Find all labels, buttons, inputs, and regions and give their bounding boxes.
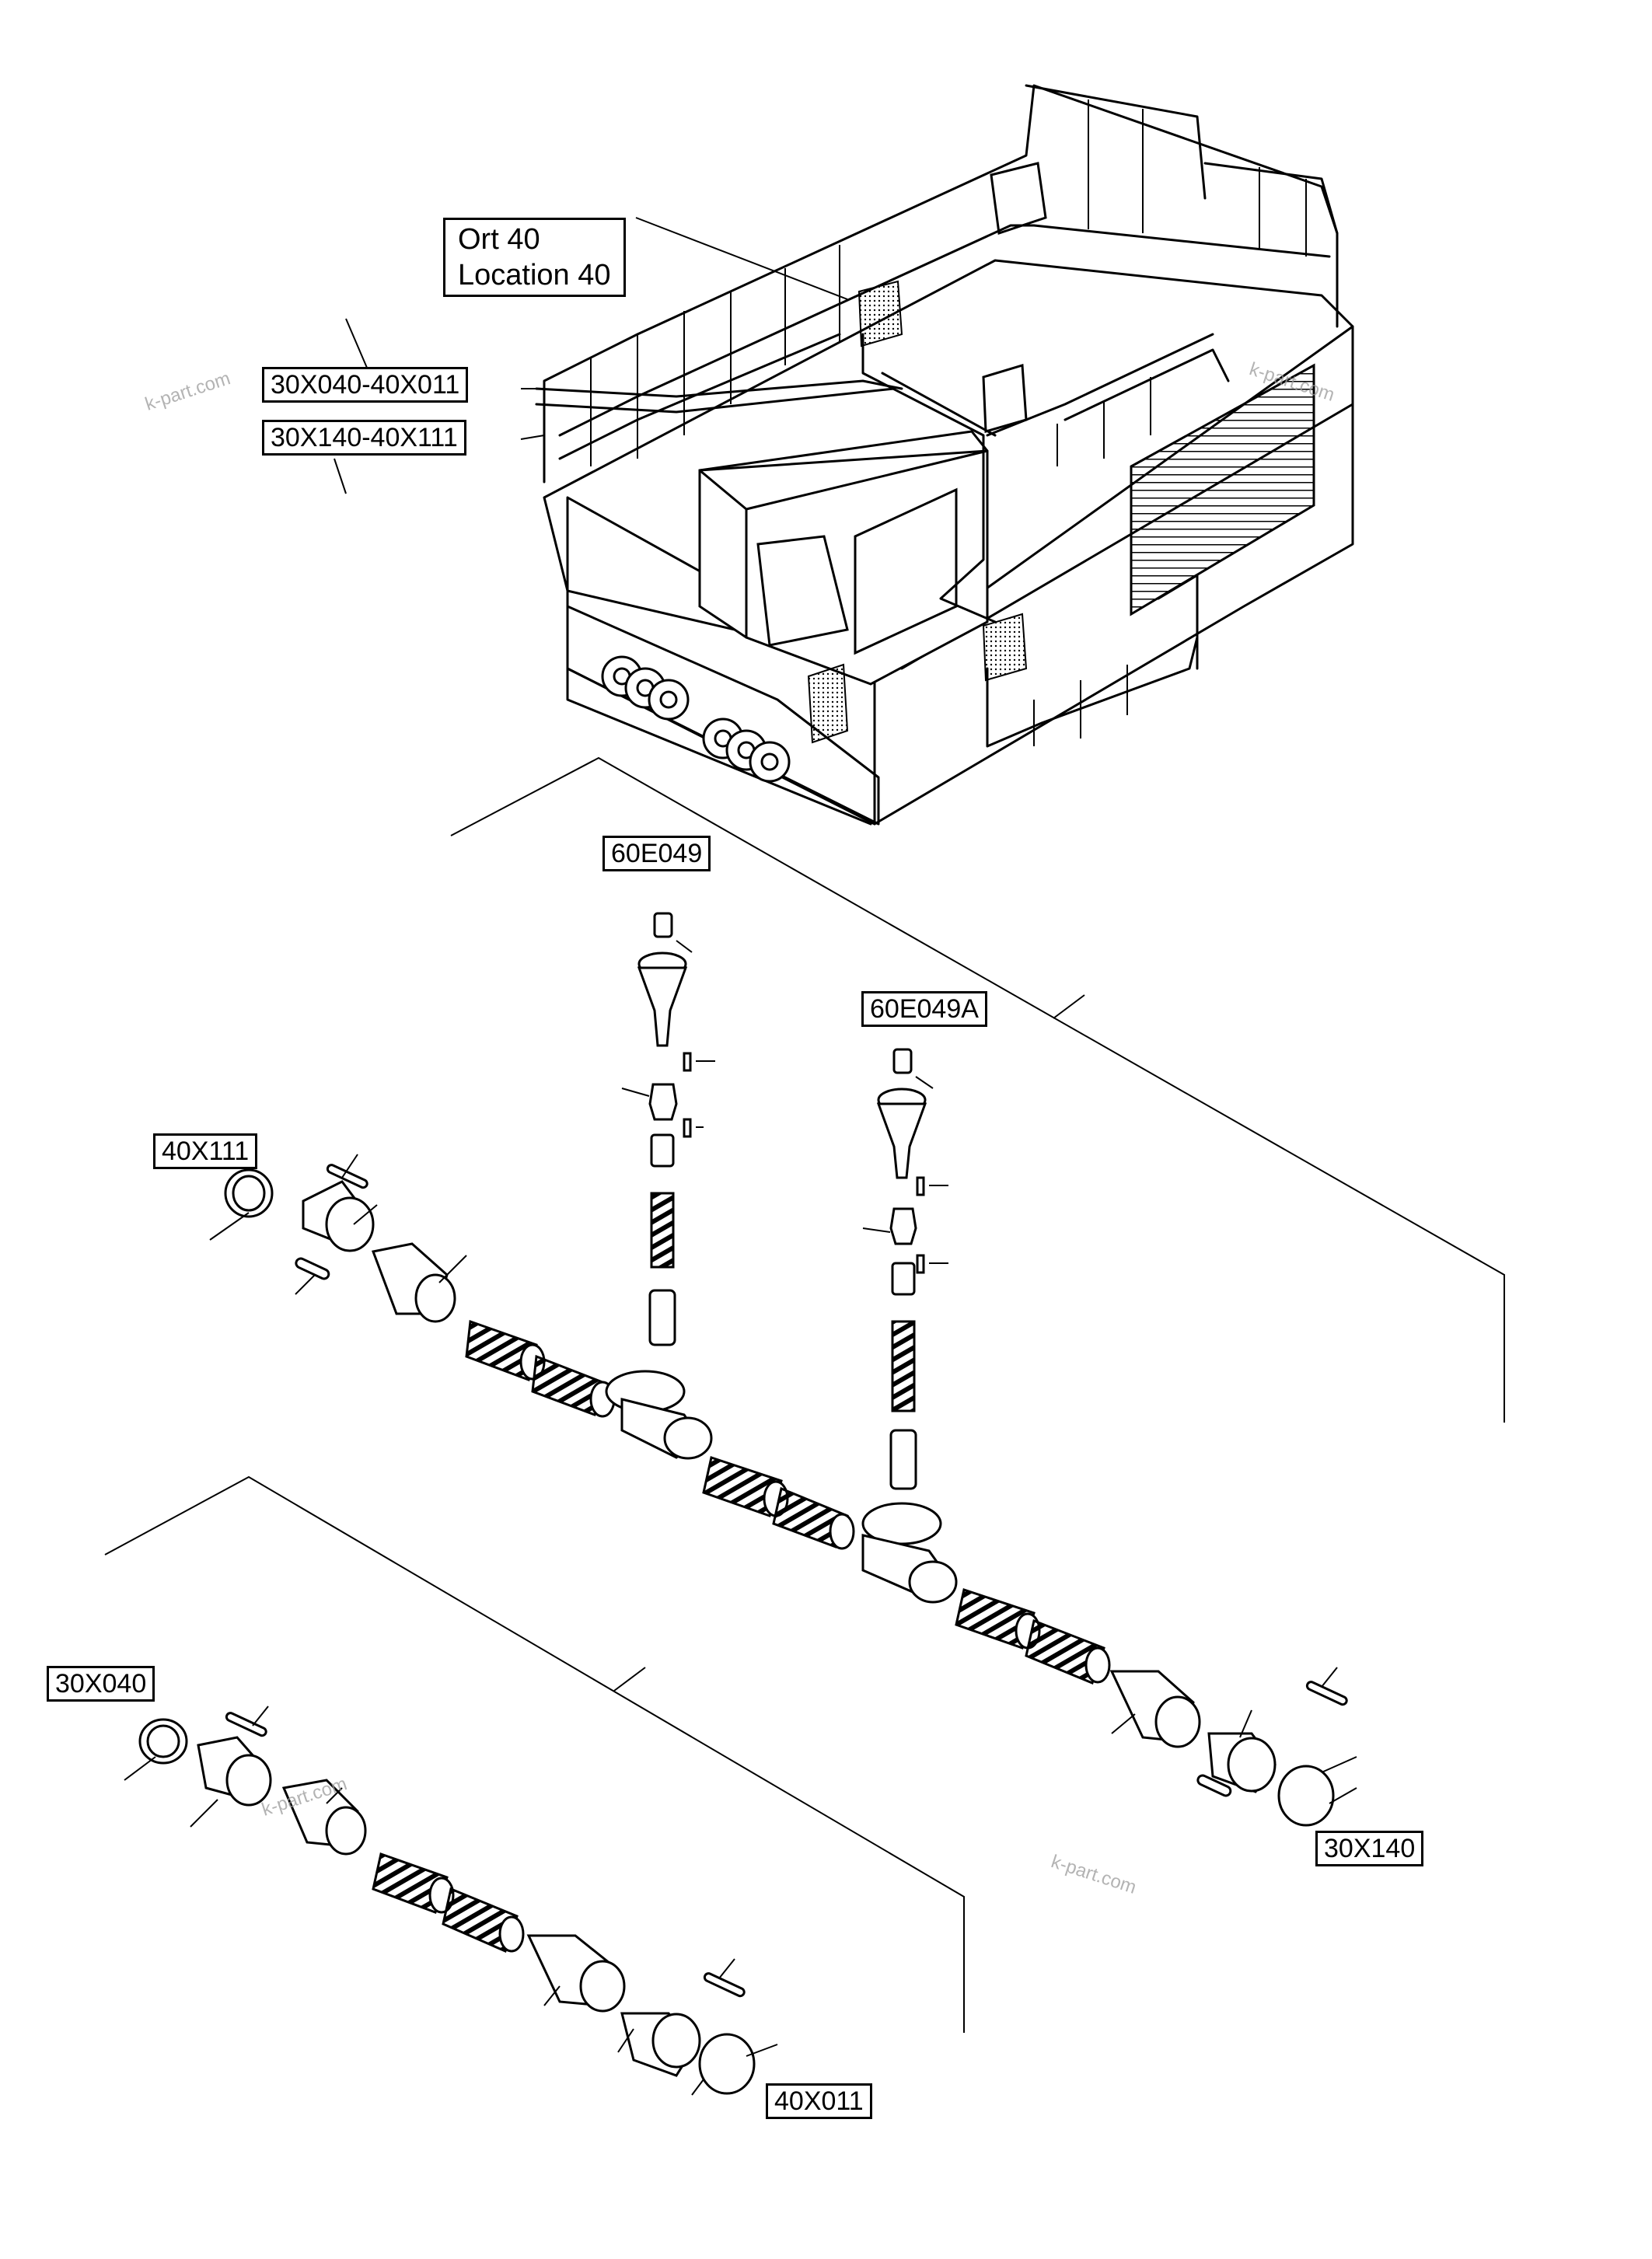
callout-connector-40x111: 40X111 [153,1133,258,1169]
callout-harness-bottom: 30X140-40X111 [262,420,466,456]
callout-harness-top: 30X040-40X011 [262,367,469,403]
callout-connector-30x140: 30X140 [1315,1831,1424,1866]
machine-illustration [334,84,1354,826]
callout-sensor-60e049a: 60E049A [861,991,987,1027]
location-line-2: Location 40 [458,259,611,292]
callout-connector-40x011: 40X011 [766,2083,872,2119]
location-line-1: Ort 40 [458,223,540,256]
location-label: Ort 40 Location 40 [443,218,626,297]
callout-sensor-60e049: 60E049 [602,836,711,871]
callout-connector-30x040: 30X040 [47,1666,155,1702]
exploded-harness [104,756,1505,2096]
